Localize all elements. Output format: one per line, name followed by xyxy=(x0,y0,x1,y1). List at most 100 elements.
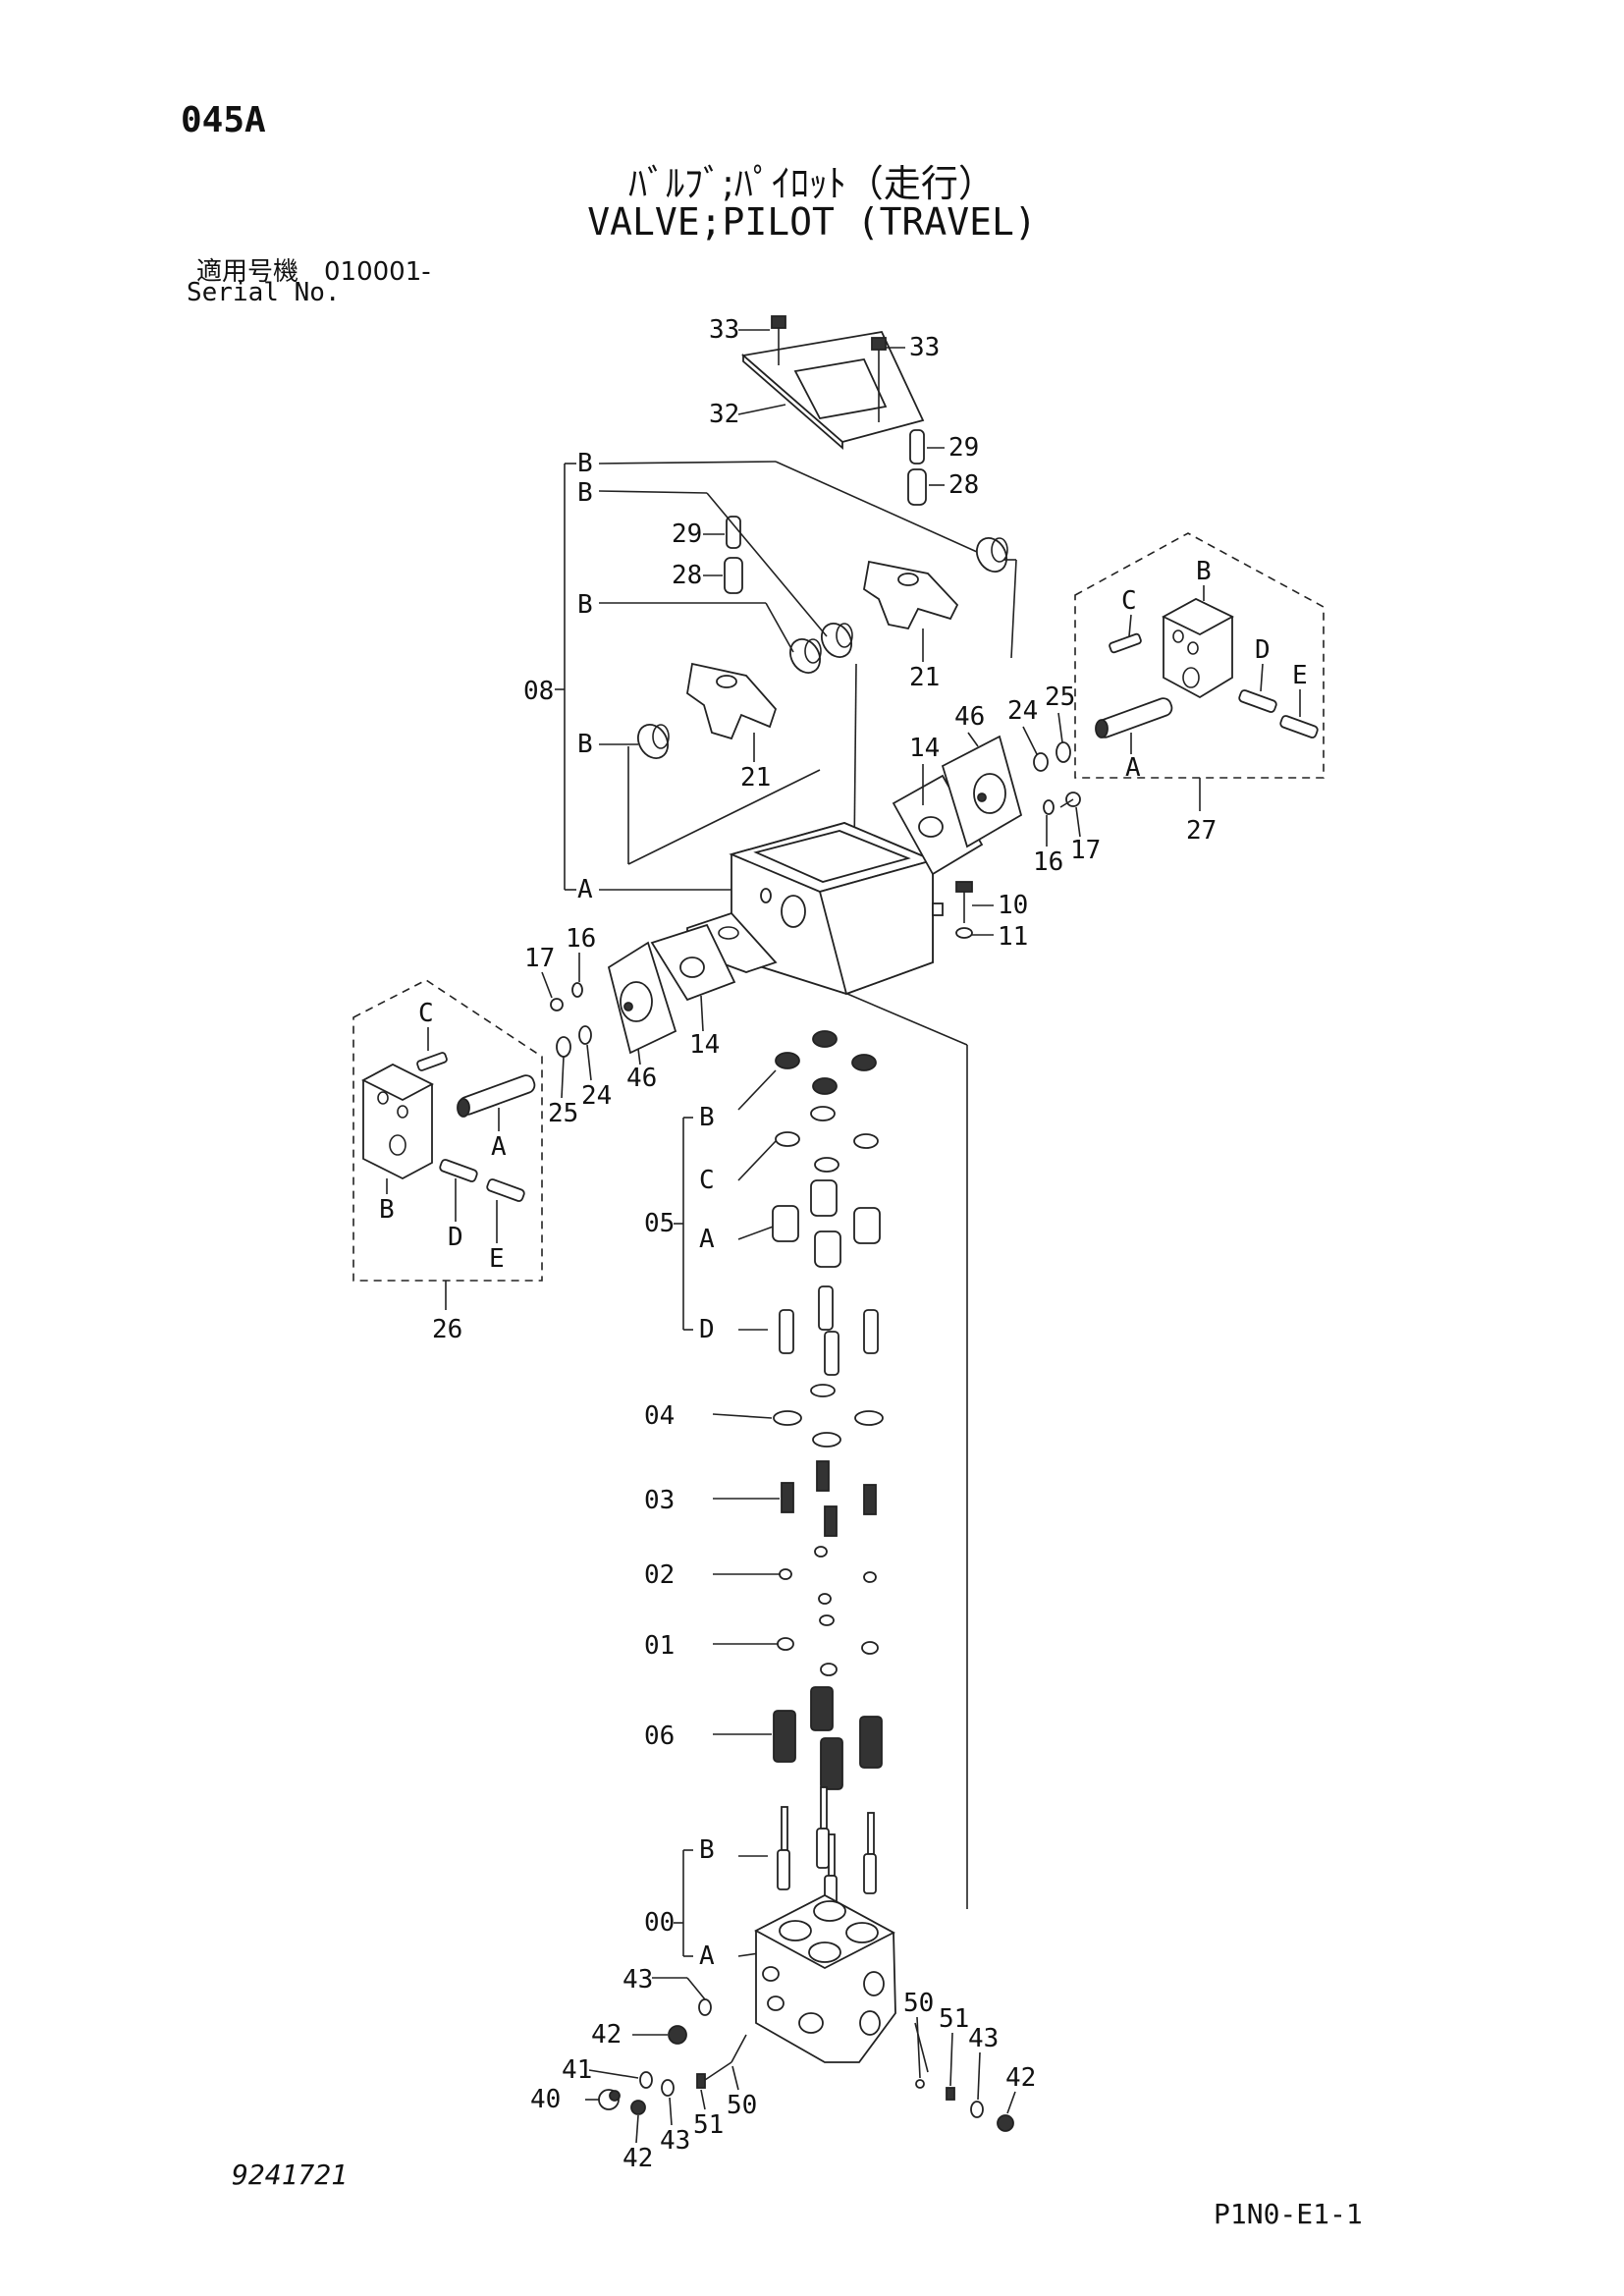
gasket-14-right xyxy=(892,774,984,876)
callout-11: 11 xyxy=(998,922,1028,952)
seals-05-b xyxy=(775,1030,877,1095)
callout-21b: 21 xyxy=(740,763,771,793)
callout-16a: 16 xyxy=(1033,847,1063,877)
callout-03: 03 xyxy=(644,1486,675,1515)
springs-06 xyxy=(713,1686,883,1790)
washers-02 xyxy=(713,1546,877,1605)
callout-32: 32 xyxy=(709,400,739,429)
callout-06: 06 xyxy=(644,1722,675,1751)
callout-26: 26 xyxy=(432,1315,462,1344)
callout-05-d: D xyxy=(699,1315,715,1344)
oring-24-right xyxy=(1033,752,1049,772)
callout-24b: 24 xyxy=(581,1081,612,1111)
cover-27-leader xyxy=(846,993,968,1909)
bolt-17-right xyxy=(1059,792,1081,808)
rings-05-c xyxy=(775,1106,879,1173)
callout-50b: 50 xyxy=(903,1989,934,2018)
shims-01 xyxy=(713,1614,879,1676)
washer-11 xyxy=(955,927,973,939)
callout-25b: 25 xyxy=(548,1099,578,1128)
callout-43b: 43 xyxy=(660,2126,690,2156)
bolt-10 xyxy=(955,881,973,923)
group-08-leaders xyxy=(555,461,1017,891)
bolt-33-right xyxy=(871,337,887,422)
callout-05-c: C xyxy=(699,1166,715,1195)
pin-28-right xyxy=(907,468,927,506)
callout-43c: 43 xyxy=(968,2024,999,2053)
callout-27-b: B xyxy=(1196,557,1212,586)
cover-plate-32 xyxy=(740,330,925,450)
callout-50a: 50 xyxy=(727,2091,757,2120)
callout-41: 41 xyxy=(562,2055,592,2085)
callout-08: 08 xyxy=(523,677,554,706)
callout-29b: 29 xyxy=(672,519,702,549)
callout-01: 01 xyxy=(644,1631,675,1661)
cover-assembly-26 xyxy=(352,979,543,1282)
main-housing xyxy=(686,822,944,996)
callout-33a: 33 xyxy=(709,315,739,345)
fittings-left xyxy=(585,1977,747,2115)
callout-26-c: C xyxy=(418,999,434,1028)
callout-27-e: E xyxy=(1292,661,1308,690)
cam-21-right xyxy=(863,560,959,630)
callout-14a: 14 xyxy=(909,734,940,763)
callout-14b: 14 xyxy=(689,1030,720,1060)
callout-labels: 33 33 32 29 28 29 28 21 21 08 B B B B A … xyxy=(379,315,1308,2173)
callout-17b: 17 xyxy=(524,944,555,973)
spring-seats-04 xyxy=(712,1384,884,1448)
callout-17a: 17 xyxy=(1070,836,1101,865)
bolt-33-left xyxy=(771,315,786,365)
pin-28-left xyxy=(724,557,743,594)
bushing-b-2 xyxy=(821,623,853,658)
callout-40: 40 xyxy=(530,2085,561,2114)
callout-27: 27 xyxy=(1186,816,1217,846)
callout-24a: 24 xyxy=(1007,696,1038,726)
callout-42a: 42 xyxy=(591,2020,622,2050)
callout-08-b4: B xyxy=(577,730,593,759)
callout-51b: 51 xyxy=(939,2004,969,2034)
title-english: VALVE;PILOT (TRAVEL) xyxy=(587,200,1037,244)
oring-24-left xyxy=(578,1025,592,1045)
callout-05-b: B xyxy=(699,1103,715,1132)
group-00-leaders xyxy=(674,1849,768,1957)
callout-08-b3: B xyxy=(577,590,593,620)
callout-08-b1: B xyxy=(577,449,593,478)
guides-05-a xyxy=(772,1179,881,1268)
cover-46-left xyxy=(607,941,677,1055)
callout-42b: 42 xyxy=(623,2144,653,2173)
callout-25a: 25 xyxy=(1045,683,1075,712)
cam-21-left xyxy=(686,662,778,740)
callout-27-c: C xyxy=(1121,586,1137,616)
group-05-leaders xyxy=(674,1069,777,1331)
bushing-b-1 xyxy=(976,537,1008,573)
plungers-05-d xyxy=(779,1285,879,1376)
callout-08-b2: B xyxy=(577,478,593,508)
callout-43a: 43 xyxy=(623,1965,653,1995)
callout-46b: 46 xyxy=(626,1064,657,1093)
callout-05-a: A xyxy=(699,1225,715,1254)
callout-00-b: B xyxy=(699,1835,715,1865)
callout-00: 00 xyxy=(644,1908,675,1938)
catalog-code: 045A xyxy=(181,100,266,140)
oring-25-left xyxy=(556,1036,571,1058)
callout-02: 02 xyxy=(644,1560,675,1590)
pin-29-right xyxy=(909,429,925,465)
pin-29-left xyxy=(726,516,741,549)
serial-label-japanese: 適用号機 010001- xyxy=(196,257,431,287)
fittings-right xyxy=(914,2022,1014,2132)
bushing-b-3 xyxy=(789,638,822,674)
callout-28b: 28 xyxy=(672,561,702,590)
bushing-b-4 xyxy=(637,724,670,759)
callout-28a: 28 xyxy=(948,470,979,500)
drawing-number: 9241721 xyxy=(232,2159,349,2191)
page-reference: P1N0-E1-1 xyxy=(1214,2198,1363,2230)
callout-10: 10 xyxy=(998,891,1028,920)
callout-33b: 33 xyxy=(909,333,940,362)
bolt-17-left xyxy=(550,998,564,1011)
callout-26-b: B xyxy=(379,1195,395,1225)
cover-46-right xyxy=(941,735,1023,848)
washer-16-right xyxy=(1043,799,1055,815)
callout-16b: 16 xyxy=(566,924,596,954)
callout-27-a: A xyxy=(1125,753,1141,783)
